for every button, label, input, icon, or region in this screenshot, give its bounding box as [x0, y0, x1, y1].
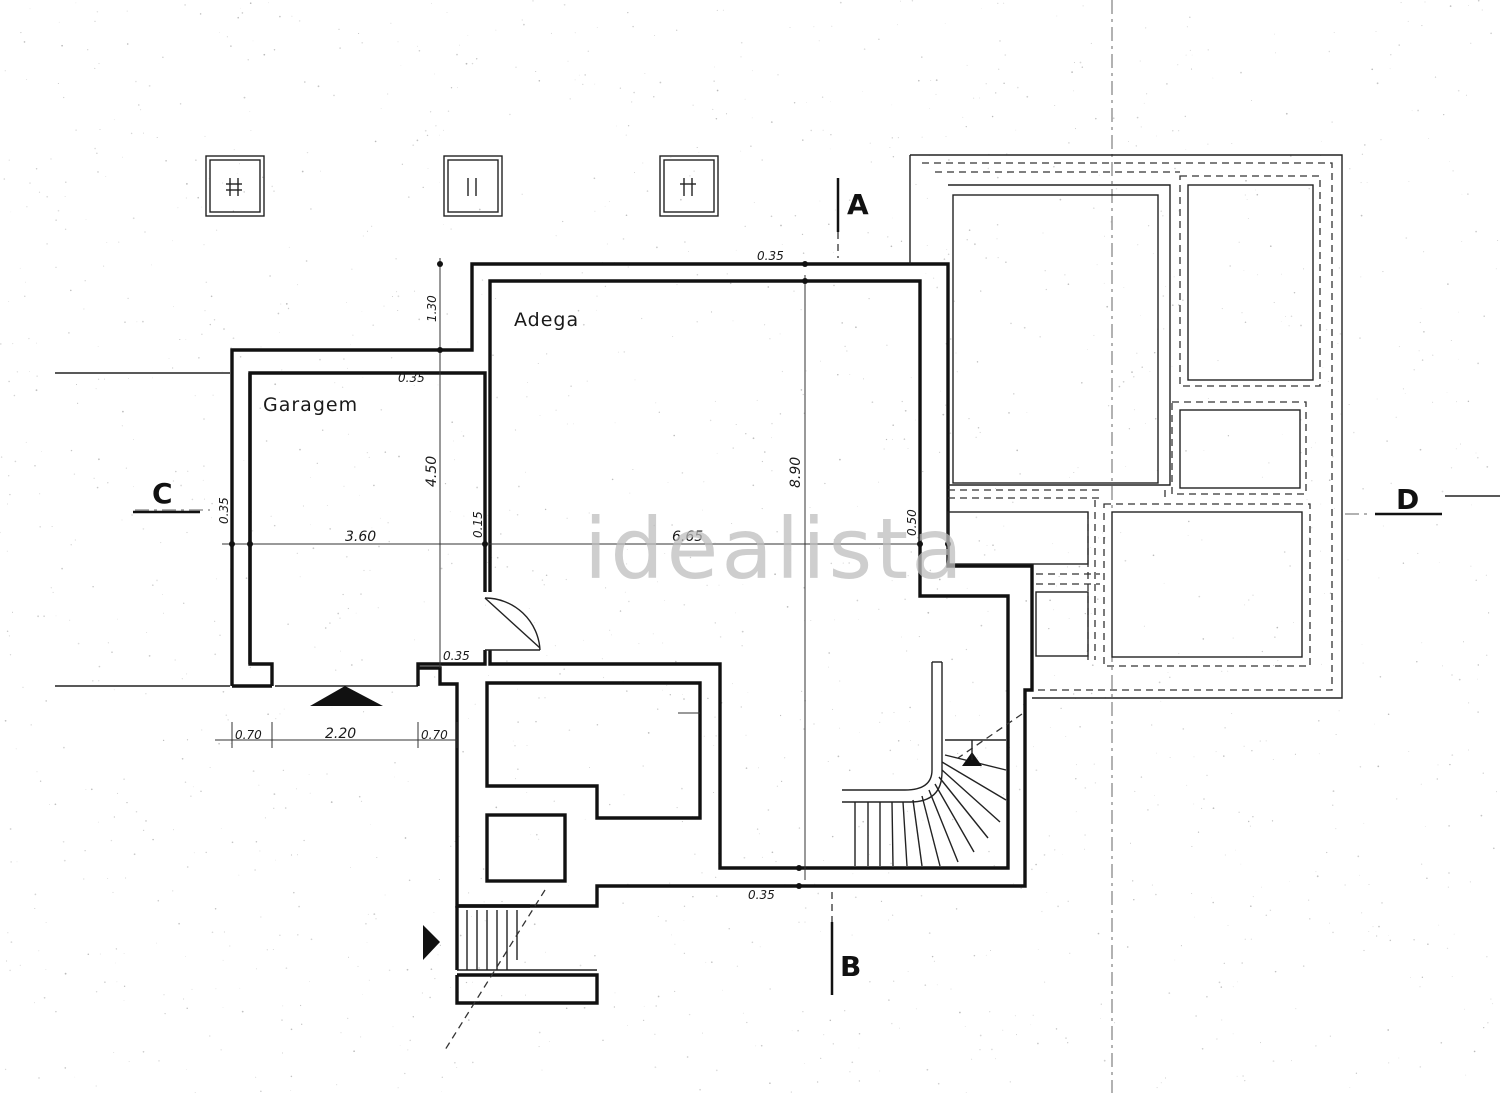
- garage-entry-icon: [310, 686, 383, 706]
- pillar-3: [659, 155, 719, 217]
- room-label-garage: Garagem: [263, 394, 358, 416]
- walls: [230, 262, 1034, 1005]
- section-markers: A B C D: [133, 178, 1442, 995]
- garden-area: [909, 154, 1343, 699]
- pillars: [205, 155, 719, 217]
- dimension-lines: [215, 258, 951, 889]
- storage-block: [485, 681, 702, 820]
- room-label-cellar: Adega: [514, 309, 579, 331]
- cellar-inner-wall: [488, 279, 1010, 870]
- dimension-labels: 0.35 1.30 0.35 4.50 0.35 3.60 0.15 6.65 …: [217, 249, 919, 902]
- dim-pillar-right: 0.70: [421, 728, 448, 742]
- dim-right-wall: 0.50: [905, 509, 919, 536]
- entry-stair-walls: [455, 904, 599, 1005]
- door: [484, 597, 541, 651]
- dim-top-wall: 0.35: [757, 249, 784, 263]
- dim-cellar-width: 6.65: [672, 529, 703, 545]
- storage-small: [485, 813, 567, 883]
- section-b-label: B: [840, 950, 861, 983]
- spiral-treads: [854, 739, 1007, 867]
- dim-garage-opening: 2.20: [325, 726, 356, 742]
- dim-step-height: 1.30: [425, 295, 439, 322]
- dim-garage-depth: 4.50: [424, 456, 440, 487]
- pillar-2: [443, 155, 503, 217]
- watermark: idealista: [584, 500, 966, 598]
- dim-garage-width: 3.60: [345, 529, 376, 545]
- section-c-label: C: [152, 477, 173, 510]
- dim-cellar-depth: 8.90: [788, 457, 804, 488]
- dim-partition-wall: 0.15: [471, 511, 485, 538]
- dim-left-wall: 0.35: [217, 497, 231, 524]
- pillar-1: [205, 155, 265, 217]
- entry-arrow-icon: [423, 925, 440, 960]
- dim-pillar-left: 0.70: [235, 728, 262, 742]
- spiral-stairs: [842, 661, 1023, 867]
- dim-garage-wall-top: 0.35: [398, 371, 425, 385]
- dim-bottom-wall: 0.35: [748, 888, 775, 902]
- dim-door-wall: 0.35: [443, 649, 470, 663]
- section-a-label: A: [847, 188, 869, 221]
- section-d-label: D: [1396, 483, 1419, 516]
- entry-stairs: [423, 889, 597, 1051]
